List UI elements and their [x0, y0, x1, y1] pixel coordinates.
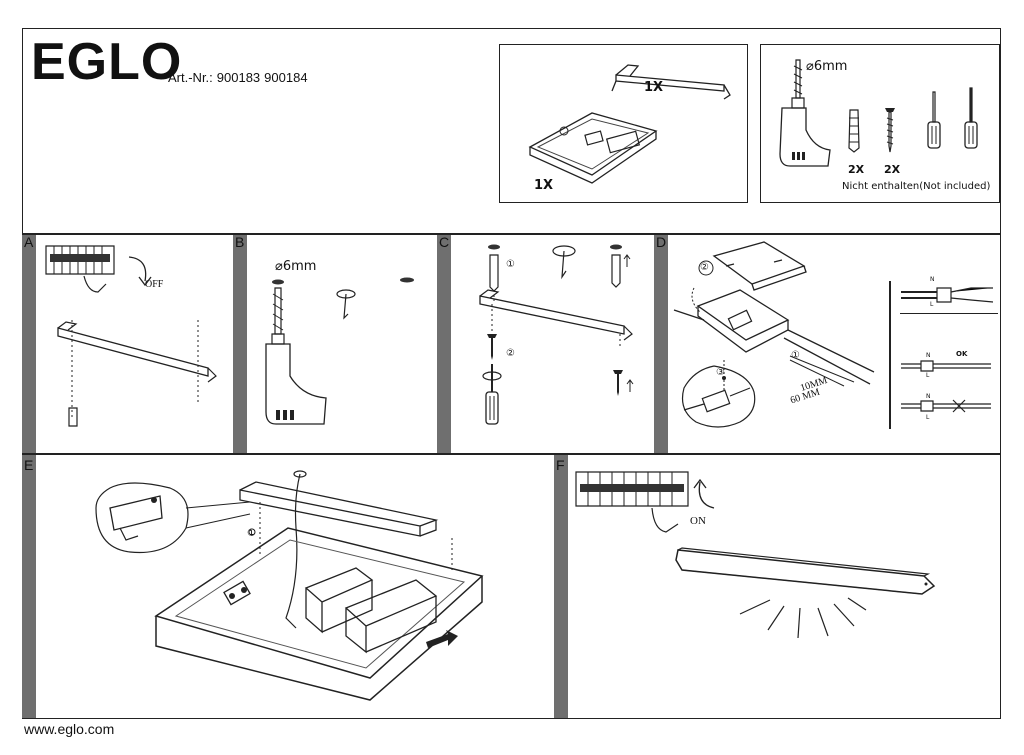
row1-bottom-line [22, 453, 1001, 455]
wire-connector-1 [901, 282, 995, 310]
lamp-base-illustration [528, 105, 658, 185]
gutter-e [22, 455, 36, 718]
not-included-note: Nicht enthalten(Not included) [842, 181, 991, 192]
drill-diameter: ⌀6mm [806, 59, 848, 74]
step-b-label: B [235, 234, 245, 250]
step-e-mount-illustration [90, 468, 530, 704]
step-c-mark-1: ① [506, 259, 515, 270]
connector-n-label-2: N [926, 352, 931, 359]
step-d-terminal-box [674, 240, 884, 450]
step-f-label: F [556, 457, 565, 473]
step-a-bracket [52, 320, 222, 430]
dowel-quantity: 2X [848, 163, 865, 176]
connector-l-label-2: L [926, 372, 930, 379]
step-d-divider [889, 281, 891, 429]
phillips-screwdriver-icon [961, 86, 981, 154]
step-c-bracket [474, 290, 636, 348]
lamp-lit-illustration [672, 542, 942, 652]
article-number-label: Art.-Nr.: [168, 70, 213, 85]
step-b-drill [262, 279, 332, 428]
step-d-mark-c: ③ [716, 367, 725, 378]
dowel-icon [846, 108, 862, 154]
step-c-dowel-left [488, 244, 500, 303]
lamp-quantity: 1X [534, 178, 554, 193]
parts-box [499, 44, 748, 203]
step-c-screw-right [613, 370, 636, 396]
step-c-mark-2: ② [506, 348, 515, 359]
on-text: ON [690, 515, 706, 527]
step-d-hline [900, 313, 998, 314]
step-d-mark-b: ① [791, 350, 800, 361]
connector-n-label-3: N [926, 393, 931, 400]
breaker-panel-on [574, 470, 694, 540]
step-d-mark-a: ② [700, 262, 709, 273]
step-c-label: C [439, 234, 450, 250]
brand-logo: EGLO [31, 33, 183, 91]
step-a-label: A [24, 234, 34, 250]
wire-connector-ok [901, 358, 991, 374]
bracket-illustration [610, 55, 735, 105]
switch-off-arrow [125, 253, 155, 287]
article-number-2: 900184 [264, 70, 308, 85]
step-c-dowel-right [610, 244, 631, 303]
gutter-c [437, 233, 451, 453]
ok-label: OK [956, 350, 968, 358]
website-link[interactable]: www.eglo.com [24, 721, 115, 737]
gutter-a [22, 233, 36, 453]
row1-top-line [22, 233, 1001, 235]
wire-connector-wrong [901, 398, 991, 416]
step-b-drill-diameter: ⌀6mm [275, 259, 317, 274]
flat-screwdriver-icon [924, 90, 944, 154]
article-number-1: 900183 [216, 70, 261, 85]
gutter-d [654, 233, 668, 453]
drill-illustration [774, 58, 834, 178]
screw-icon [885, 108, 895, 154]
step-e-mark: ① [247, 528, 256, 539]
step-c-ceiling-wire [548, 243, 582, 283]
screw-quantity: 2X [884, 163, 901, 176]
step-c-screwdriver [481, 364, 505, 428]
connector-l-label-1: L [930, 301, 934, 308]
gutter-b [233, 233, 247, 453]
step-d-label: D [656, 234, 667, 250]
ceiling-hole-small [400, 277, 414, 283]
ceiling-hole-icon [332, 284, 362, 324]
step-c-screw-left [487, 334, 497, 360]
off-text: OFF [145, 279, 164, 290]
connector-n-label-1: N [930, 276, 935, 283]
connector-l-label-3: L [926, 414, 930, 421]
gutter-f [554, 455, 568, 718]
step-e-label: E [24, 457, 34, 473]
switch-on-arrow [692, 476, 722, 512]
breaker-panel-off [44, 244, 119, 294]
bracket-quantity: 1X [644, 80, 664, 95]
